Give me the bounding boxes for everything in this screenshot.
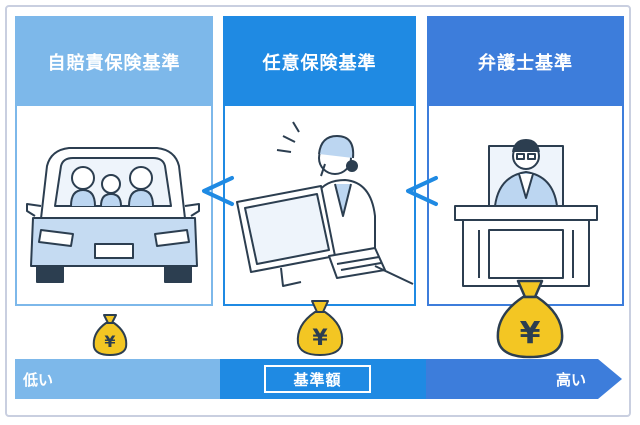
card-title: 自賠責保険基準 — [17, 18, 211, 106]
yen-symbol: ¥ — [104, 332, 115, 351]
amount-scale-bar: 低い 高い — [15, 359, 622, 399]
less-than-chevron-icon — [406, 176, 438, 206]
money-bag-small-icon: ¥ — [92, 314, 128, 356]
card-title: 任意保険基準 — [225, 18, 414, 106]
card-title: 弁護士基準 — [429, 18, 622, 106]
scale-center-label: 基準額 — [264, 365, 371, 393]
car-family-icon — [26, 147, 200, 283]
operator-at-computer-icon — [236, 121, 414, 287]
money-bag-large-icon: ¥ — [496, 279, 564, 359]
yen-symbol: ¥ — [312, 326, 328, 351]
scale-low-label: 低い — [23, 370, 54, 389]
card-nini: 任意保険基準 — [223, 16, 416, 306]
lawyer-at-desk-icon — [454, 139, 598, 287]
card-bengoshi: 弁護士基準 — [427, 16, 624, 306]
money-bag-medium-icon: ¥ — [296, 300, 344, 356]
diagram-frame — [5, 5, 631, 417]
yen-symbol: ¥ — [520, 316, 541, 351]
card-jibaiseki: 自賠責保険基準 — [15, 16, 213, 306]
scale-high-label: 高い — [556, 370, 587, 389]
less-than-chevron-icon — [202, 176, 234, 206]
